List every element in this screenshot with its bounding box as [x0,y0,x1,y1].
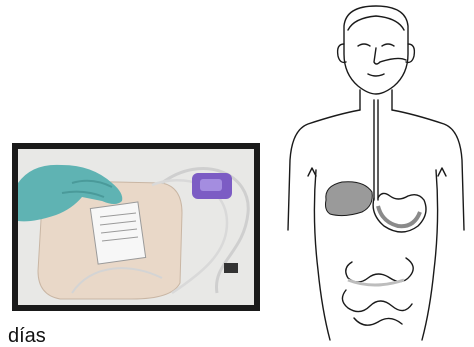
feeding-bag-photo [12,143,260,311]
nasogastric-tube-anatomy-illustration [278,0,474,343]
caption-text: días [8,326,46,346]
